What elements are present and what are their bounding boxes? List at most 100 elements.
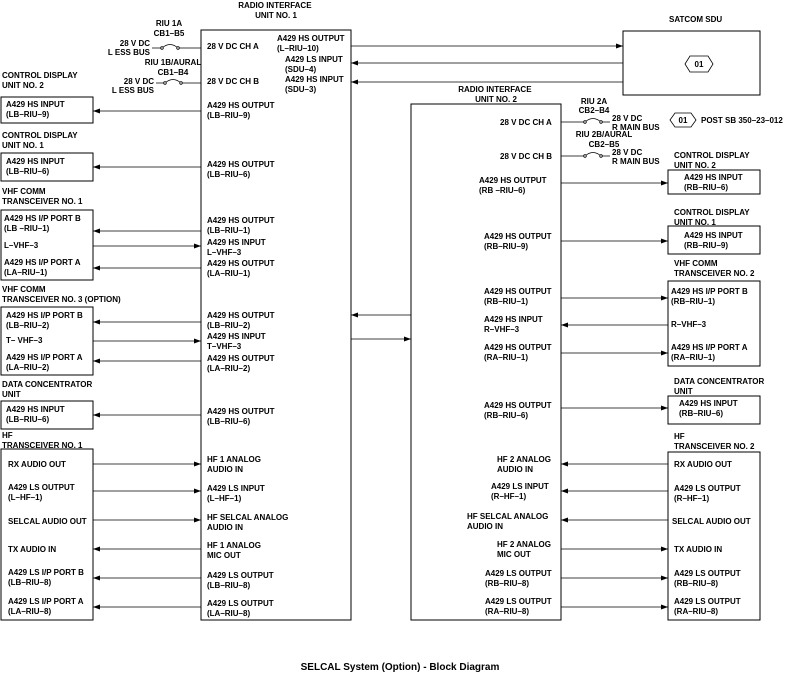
riu1-title: RADIO INTERFACE UNIT NO. 1 <box>238 1 314 20</box>
svg-text:A429 HS INPUT(RB–RIU–6): A429 HS INPUT(RB–RIU–6) <box>679 399 738 418</box>
svg-text:A429 HS I/P PORT B(LB–RIU–2): A429 HS I/P PORT B(LB–RIU–2) <box>6 311 83 330</box>
arrow-head <box>661 180 668 186</box>
arrow-head <box>561 517 568 523</box>
svg-text:A429 HS I/P PORT A(RA–RIU–1): A429 HS I/P PORT A(RA–RIU–1) <box>671 343 748 362</box>
riu2-port: A429 LS INPUT(R–HF–1) <box>491 482 549 501</box>
arrow-head <box>194 243 201 249</box>
riu1-port: A429 LS OUTPUT(LB–RIU–8) <box>207 571 274 590</box>
arrow-head <box>93 546 100 552</box>
riu1-port: A429 HS OUTPUT(L–RIU–10) <box>277 34 345 53</box>
arrow-head <box>194 338 201 344</box>
riu1-box <box>200 29 352 621</box>
svg-text:28 V DCL ESS BUS: 28 V DCL ESS BUS <box>108 39 151 57</box>
riu2-port: A429 HS OUTPUT(RB–RIU–6) <box>484 401 552 420</box>
riu1-port: A429 HS OUTPUT(LB–RIU–9) <box>207 101 275 120</box>
arrow-head <box>661 575 668 581</box>
riu2-box <box>410 103 562 621</box>
riu2-title: RADIO INTERFACE UNIT NO. 2 <box>458 85 534 104</box>
arrow-head <box>351 79 358 85</box>
connection-wires <box>93 43 668 610</box>
svg-text:R–VHF–3: R–VHF–3 <box>671 320 707 329</box>
svg-text:SELCAL AUDIO OUT: SELCAL AUDIO OUT <box>672 517 751 526</box>
svg-text:A429 LS OUTPUT(L–HF–1): A429 LS OUTPUT(L–HF–1) <box>8 483 75 502</box>
svg-text:A429 HS I/P PORT B(LB –RIU–1): A429 HS I/P PORT B(LB –RIU–1) <box>4 214 81 233</box>
riu1-port: A429 HS INPUT(SDU–3) <box>285 75 344 94</box>
arrow-head <box>194 517 201 523</box>
riu1-ports: 28 V DC CH A A429 HS OUTPUT(L–RIU–10) A4… <box>207 34 345 618</box>
arrow-head <box>616 43 623 49</box>
riu1-port: A429 HS OUTPUT(LB–RIU–6) <box>207 407 275 426</box>
svg-text:A429 HS INPUT(RB–RIU–9): A429 HS INPUT(RB–RIU–9) <box>684 231 743 250</box>
svg-text:28 V DCR MAIN BUS: 28 V DCR MAIN BUS <box>612 114 660 132</box>
arrow-head <box>661 604 668 610</box>
arrow-head <box>351 60 358 66</box>
riu2-port: A429 HS OUTPUT(RB –RIU–6) <box>479 176 547 195</box>
riu2-port: 28 V DC CH B <box>500 152 552 161</box>
svg-text:01: 01 <box>695 60 704 69</box>
svg-text:A429 HS I/P PORT B(RB–RIU–1): A429 HS I/P PORT B(RB–RIU–1) <box>671 287 748 306</box>
arrow-head <box>661 350 668 356</box>
svg-text:A429 HS I/P PORT A(LA–RIU–1): A429 HS I/P PORT A(LA–RIU–1) <box>4 258 81 277</box>
svg-text:A429 LS I/P PORT B(LB–RIU–8): A429 LS I/P PORT B(LB–RIU–8) <box>8 568 84 587</box>
riu2-port: A429 HS OUTPUT(RB–RIU–1) <box>484 287 552 306</box>
arrow-head <box>351 312 358 318</box>
arrow-head <box>93 108 100 114</box>
svg-text:RX AUDIO OUT: RX AUDIO OUT <box>8 460 66 469</box>
riu1-port: A429 HS OUTPUT(LA–RIU–1) <box>207 259 275 278</box>
satcom-sdu-box <box>622 30 761 96</box>
svg-text:28 V DCL ESS BUS: 28 V DCL ESS BUS <box>112 77 155 95</box>
riu1-port: 28 V DC CH B <box>207 77 259 86</box>
arrow-head <box>93 412 100 418</box>
svg-text:RX AUDIO OUT: RX AUDIO OUT <box>674 460 732 469</box>
riu1-port: A429 HS OUTPUT(LA–RIU–2) <box>207 354 275 373</box>
svg-text:A429 HS INPUT(LB–RIU–6): A429 HS INPUT(LB–RIU–6) <box>6 405 65 424</box>
svg-text:A429 LS OUTPUT(R–HF–1): A429 LS OUTPUT(R–HF–1) <box>674 484 741 503</box>
arrow-head <box>561 322 568 328</box>
svg-text:SELCAL AUDIO OUT: SELCAL AUDIO OUT <box>8 517 87 526</box>
riu1-port: A429 HS OUTPUT(LB–RIU–2) <box>207 311 275 330</box>
svg-text:TX AUDIO IN: TX AUDIO IN <box>674 545 722 554</box>
riu1-port: A429 HS OUTPUT(LB–RIU–6) <box>207 160 275 179</box>
riu1-port: A429 LS OUTPUT(LA–RIU–8) <box>207 599 274 618</box>
svg-text:A429 LS I/P PORT A(LA–RIU–8): A429 LS I/P PORT A(LA–RIU–8) <box>8 597 84 616</box>
svg-text:A429 HS I/P PORT A(LA–RIU–2): A429 HS I/P PORT A(LA–RIU–2) <box>6 353 83 372</box>
riu2-port: A429 HS OUTPUT(RB–RIU–9) <box>484 232 552 251</box>
arrow-head <box>661 546 668 552</box>
arrow-head <box>93 575 100 581</box>
arrow-head <box>661 238 668 244</box>
arrow-head <box>661 405 668 411</box>
riu1-port: A429 LS INPUT(L–HF–1) <box>207 484 265 503</box>
arrow-head <box>404 336 411 342</box>
svg-text:A429 HS INPUT(LB–RIU–6): A429 HS INPUT(LB–RIU–6) <box>6 157 65 176</box>
diagram-caption: SELCAL System (Option) - Block Diagram <box>300 662 500 673</box>
svg-text:28 V DCR MAIN BUS: 28 V DCR MAIN BUS <box>612 148 660 166</box>
